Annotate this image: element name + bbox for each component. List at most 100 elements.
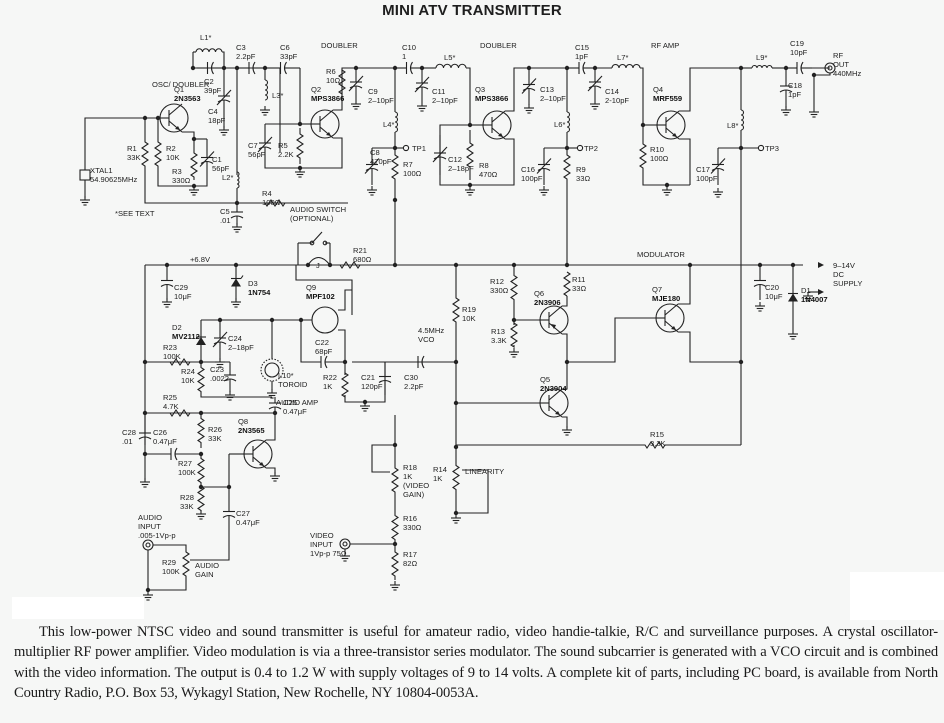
inductor-L8-icon xyxy=(740,109,745,131)
ground-icon xyxy=(539,186,549,196)
label: L6* xyxy=(554,120,565,129)
label-c8: 470pF xyxy=(370,157,392,166)
label-r13: R13 xyxy=(491,327,505,336)
ground-icon xyxy=(340,552,350,562)
ground-icon xyxy=(140,478,150,488)
label-c14: C14 xyxy=(605,87,619,96)
ground-icon xyxy=(80,196,90,206)
ground-icon xyxy=(225,391,235,401)
label: XTAL1 xyxy=(90,166,113,175)
label: TP3 xyxy=(765,144,779,153)
label-r26: R26 xyxy=(208,425,222,434)
resistor-R23-icon xyxy=(160,358,200,366)
wire xyxy=(640,67,644,125)
ground-icon xyxy=(509,348,519,358)
label-c28: C28 xyxy=(122,428,136,437)
label-c10: 1 xyxy=(402,52,406,61)
inductor-L6-icon xyxy=(566,111,571,133)
label-c30: 2.2pF xyxy=(404,382,424,391)
wire xyxy=(371,444,395,473)
label-r29: R29 xyxy=(162,558,176,567)
transistor-Q5-icon xyxy=(539,388,569,418)
label-r19: 10K xyxy=(462,314,476,323)
test-point-icon xyxy=(402,144,410,152)
label: RF AMP xyxy=(651,41,679,50)
wire xyxy=(505,67,567,112)
capacitor-C2-icon xyxy=(197,61,222,75)
wire xyxy=(338,329,346,362)
label-c17: C17 xyxy=(696,165,710,174)
ground-icon xyxy=(189,186,199,196)
junction-dot xyxy=(392,197,398,203)
label-r9: 33Ω xyxy=(576,174,590,183)
wire xyxy=(333,67,395,111)
resistor-R21-icon xyxy=(330,261,370,269)
label-r13: 3.3K xyxy=(491,336,507,345)
label-r27: R27 xyxy=(178,459,192,468)
resistor-R12-icon xyxy=(510,275,518,300)
capacitor-C1-icon xyxy=(199,139,215,180)
label-r9: R9 xyxy=(576,165,586,174)
label: L4* xyxy=(383,120,394,129)
label-c8: C8 xyxy=(370,148,380,157)
ground-icon xyxy=(351,100,361,110)
label-c28: .01 xyxy=(122,437,133,446)
wire xyxy=(295,265,353,290)
capacitor-C17-icon xyxy=(710,148,726,185)
resistor-R7-icon xyxy=(391,148,399,186)
junction-dot xyxy=(392,262,398,268)
label: DOUBLER xyxy=(321,41,358,50)
label-r16: R16 xyxy=(403,514,417,523)
label-c18: C18 xyxy=(788,81,802,90)
label-c30: C30 xyxy=(404,373,418,382)
wire xyxy=(264,166,300,169)
inductor-L5-icon xyxy=(435,63,467,69)
label-c24: 2–18pF xyxy=(228,343,254,352)
wire xyxy=(190,540,230,561)
label-r19: R19 xyxy=(462,305,476,314)
resistor-R22-icon xyxy=(341,371,349,399)
label-r28: R28 xyxy=(180,493,194,502)
label-r7: 100Ω xyxy=(403,169,422,178)
transistor-Q6-icon xyxy=(539,305,569,335)
label: OSC/ DOUBLER xyxy=(152,80,210,89)
wire xyxy=(678,265,691,305)
label-c23: .0022 xyxy=(210,374,229,383)
ground-icon xyxy=(713,188,723,198)
label: SUPPLY xyxy=(833,279,862,288)
label-r7: R7 xyxy=(403,160,413,169)
resistor-R10-icon xyxy=(639,140,647,172)
capacitor-C3-icon xyxy=(237,61,265,75)
wire xyxy=(642,172,690,186)
label-c7: 56pF xyxy=(248,150,266,159)
label-r15: R15 xyxy=(650,430,664,439)
label-c21: 120pF xyxy=(361,382,383,391)
capacitor-C11-icon xyxy=(414,68,430,102)
test-point-icon xyxy=(576,144,584,152)
resistor-R2-icon xyxy=(154,140,162,168)
label: Q6 xyxy=(534,289,544,298)
resistor-R29-icon xyxy=(182,548,190,580)
resistor-R17-icon xyxy=(391,548,399,580)
junction-dot xyxy=(145,587,151,593)
wire xyxy=(679,67,741,112)
transistor-Q3-icon xyxy=(482,110,512,140)
diode-D2-icon xyxy=(196,320,206,362)
ground-icon xyxy=(143,591,153,601)
ground-icon xyxy=(196,510,206,520)
label: MODULATOR xyxy=(637,250,685,259)
label-c12: 2–18pF xyxy=(448,164,474,173)
wire xyxy=(466,67,471,125)
label: VCO xyxy=(418,335,435,344)
label-c19: C19 xyxy=(790,39,804,48)
ground-icon xyxy=(809,108,819,118)
label-c29: 10μF xyxy=(174,292,192,301)
ground-icon xyxy=(260,106,270,116)
label-r17: R17 xyxy=(403,550,417,559)
label: D3 xyxy=(248,279,258,288)
wire xyxy=(147,550,187,591)
ground-icon xyxy=(270,472,280,482)
label-r25: 4.7K xyxy=(163,402,179,411)
capacitor-C18-icon xyxy=(779,68,793,108)
resistor-R19-icon xyxy=(452,290,460,330)
